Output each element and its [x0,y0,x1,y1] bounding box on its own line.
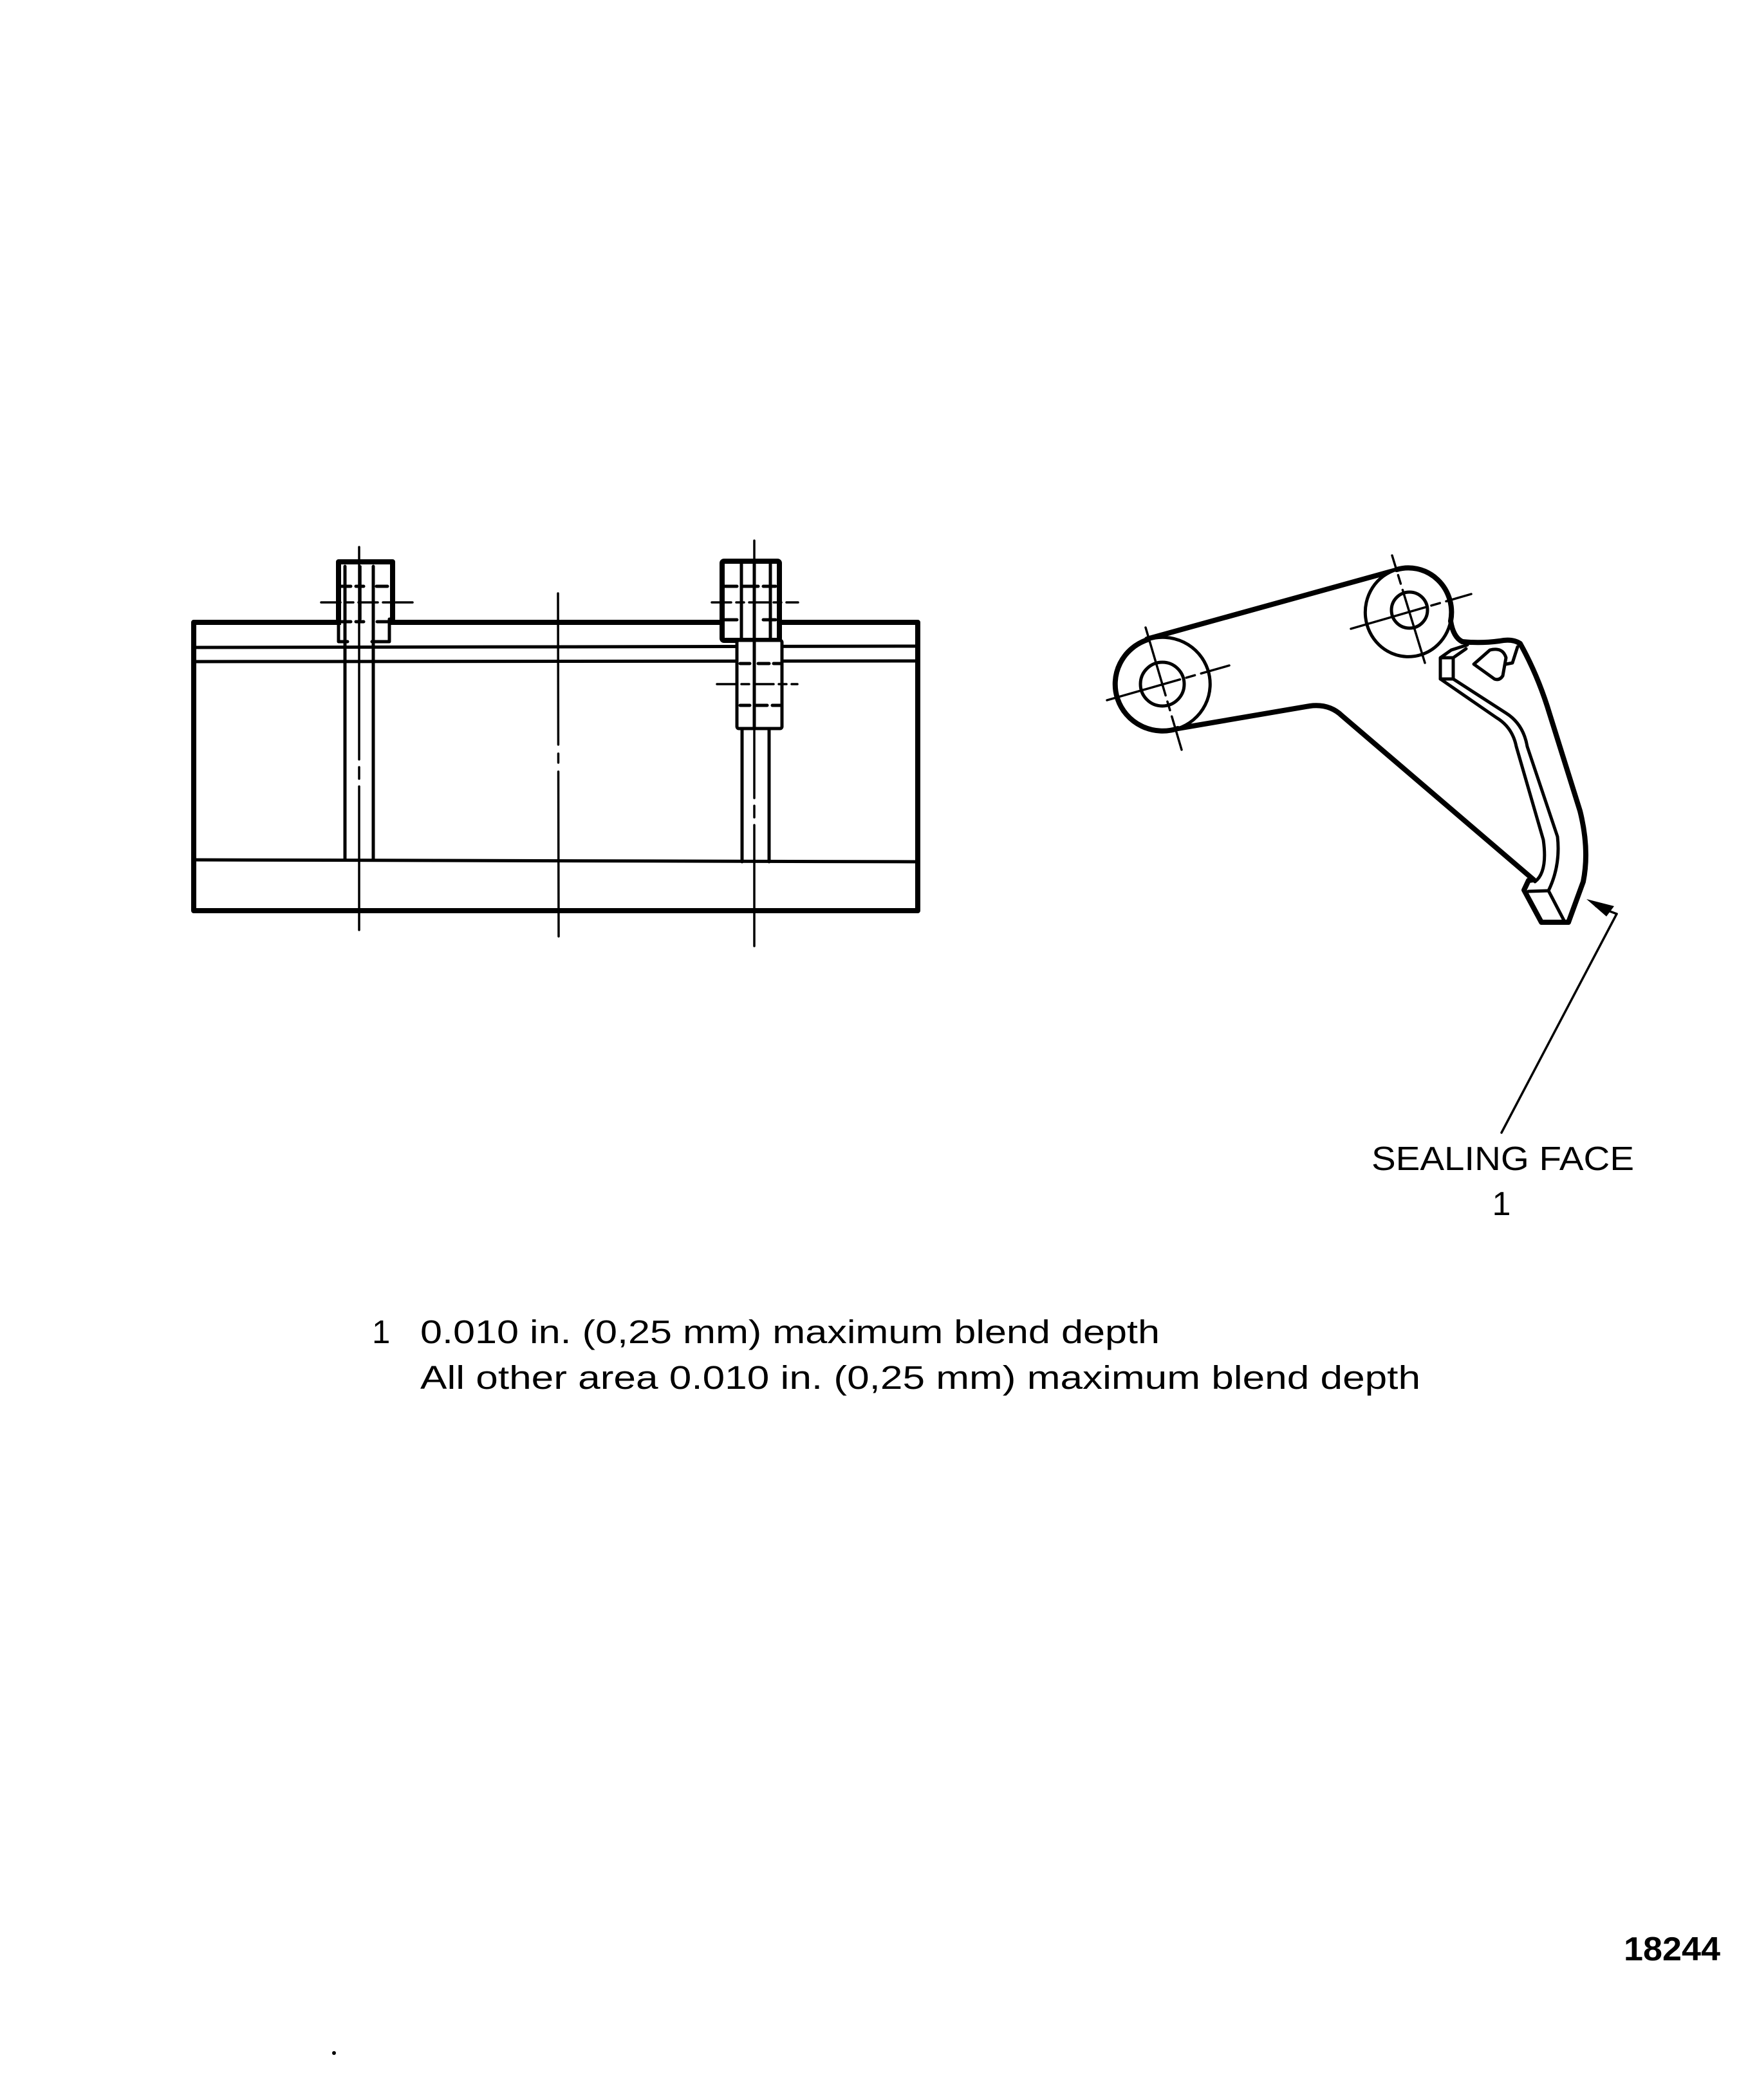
isometric-lever-drawing [1106,554,1618,1134]
note-line-1: 0.010 in. (0,25 mm) maximum blend depth [420,1314,1160,1350]
arm-lower-edge [1175,703,1536,882]
side-view-drawing [191,539,920,947]
speck [332,2051,336,2055]
band-line-upper [192,644,920,649]
arrowhead-icon [1586,899,1614,916]
base-line [192,858,920,864]
center-axis-line [557,592,560,938]
right-bolt [711,539,799,947]
callout-label: SEALING FACE [1371,1140,1634,1178]
left-boss [1106,626,1231,751]
arm-upper-edge [1144,567,1400,642]
right-boss [1350,554,1473,664]
note-index-1: 1 [372,1314,390,1350]
body-outline [191,620,920,913]
sealing-face-leader [1500,899,1618,1134]
sealing-arm [1438,637,1588,925]
callout-index: 1 [1492,1185,1511,1223]
left-bolt [320,546,414,931]
figure-number: 18244 [1624,1931,1720,1968]
note-line-2: All other area 0.010 in. (0,25 mm) maxim… [420,1359,1420,1396]
band-line-lower [192,659,920,664]
